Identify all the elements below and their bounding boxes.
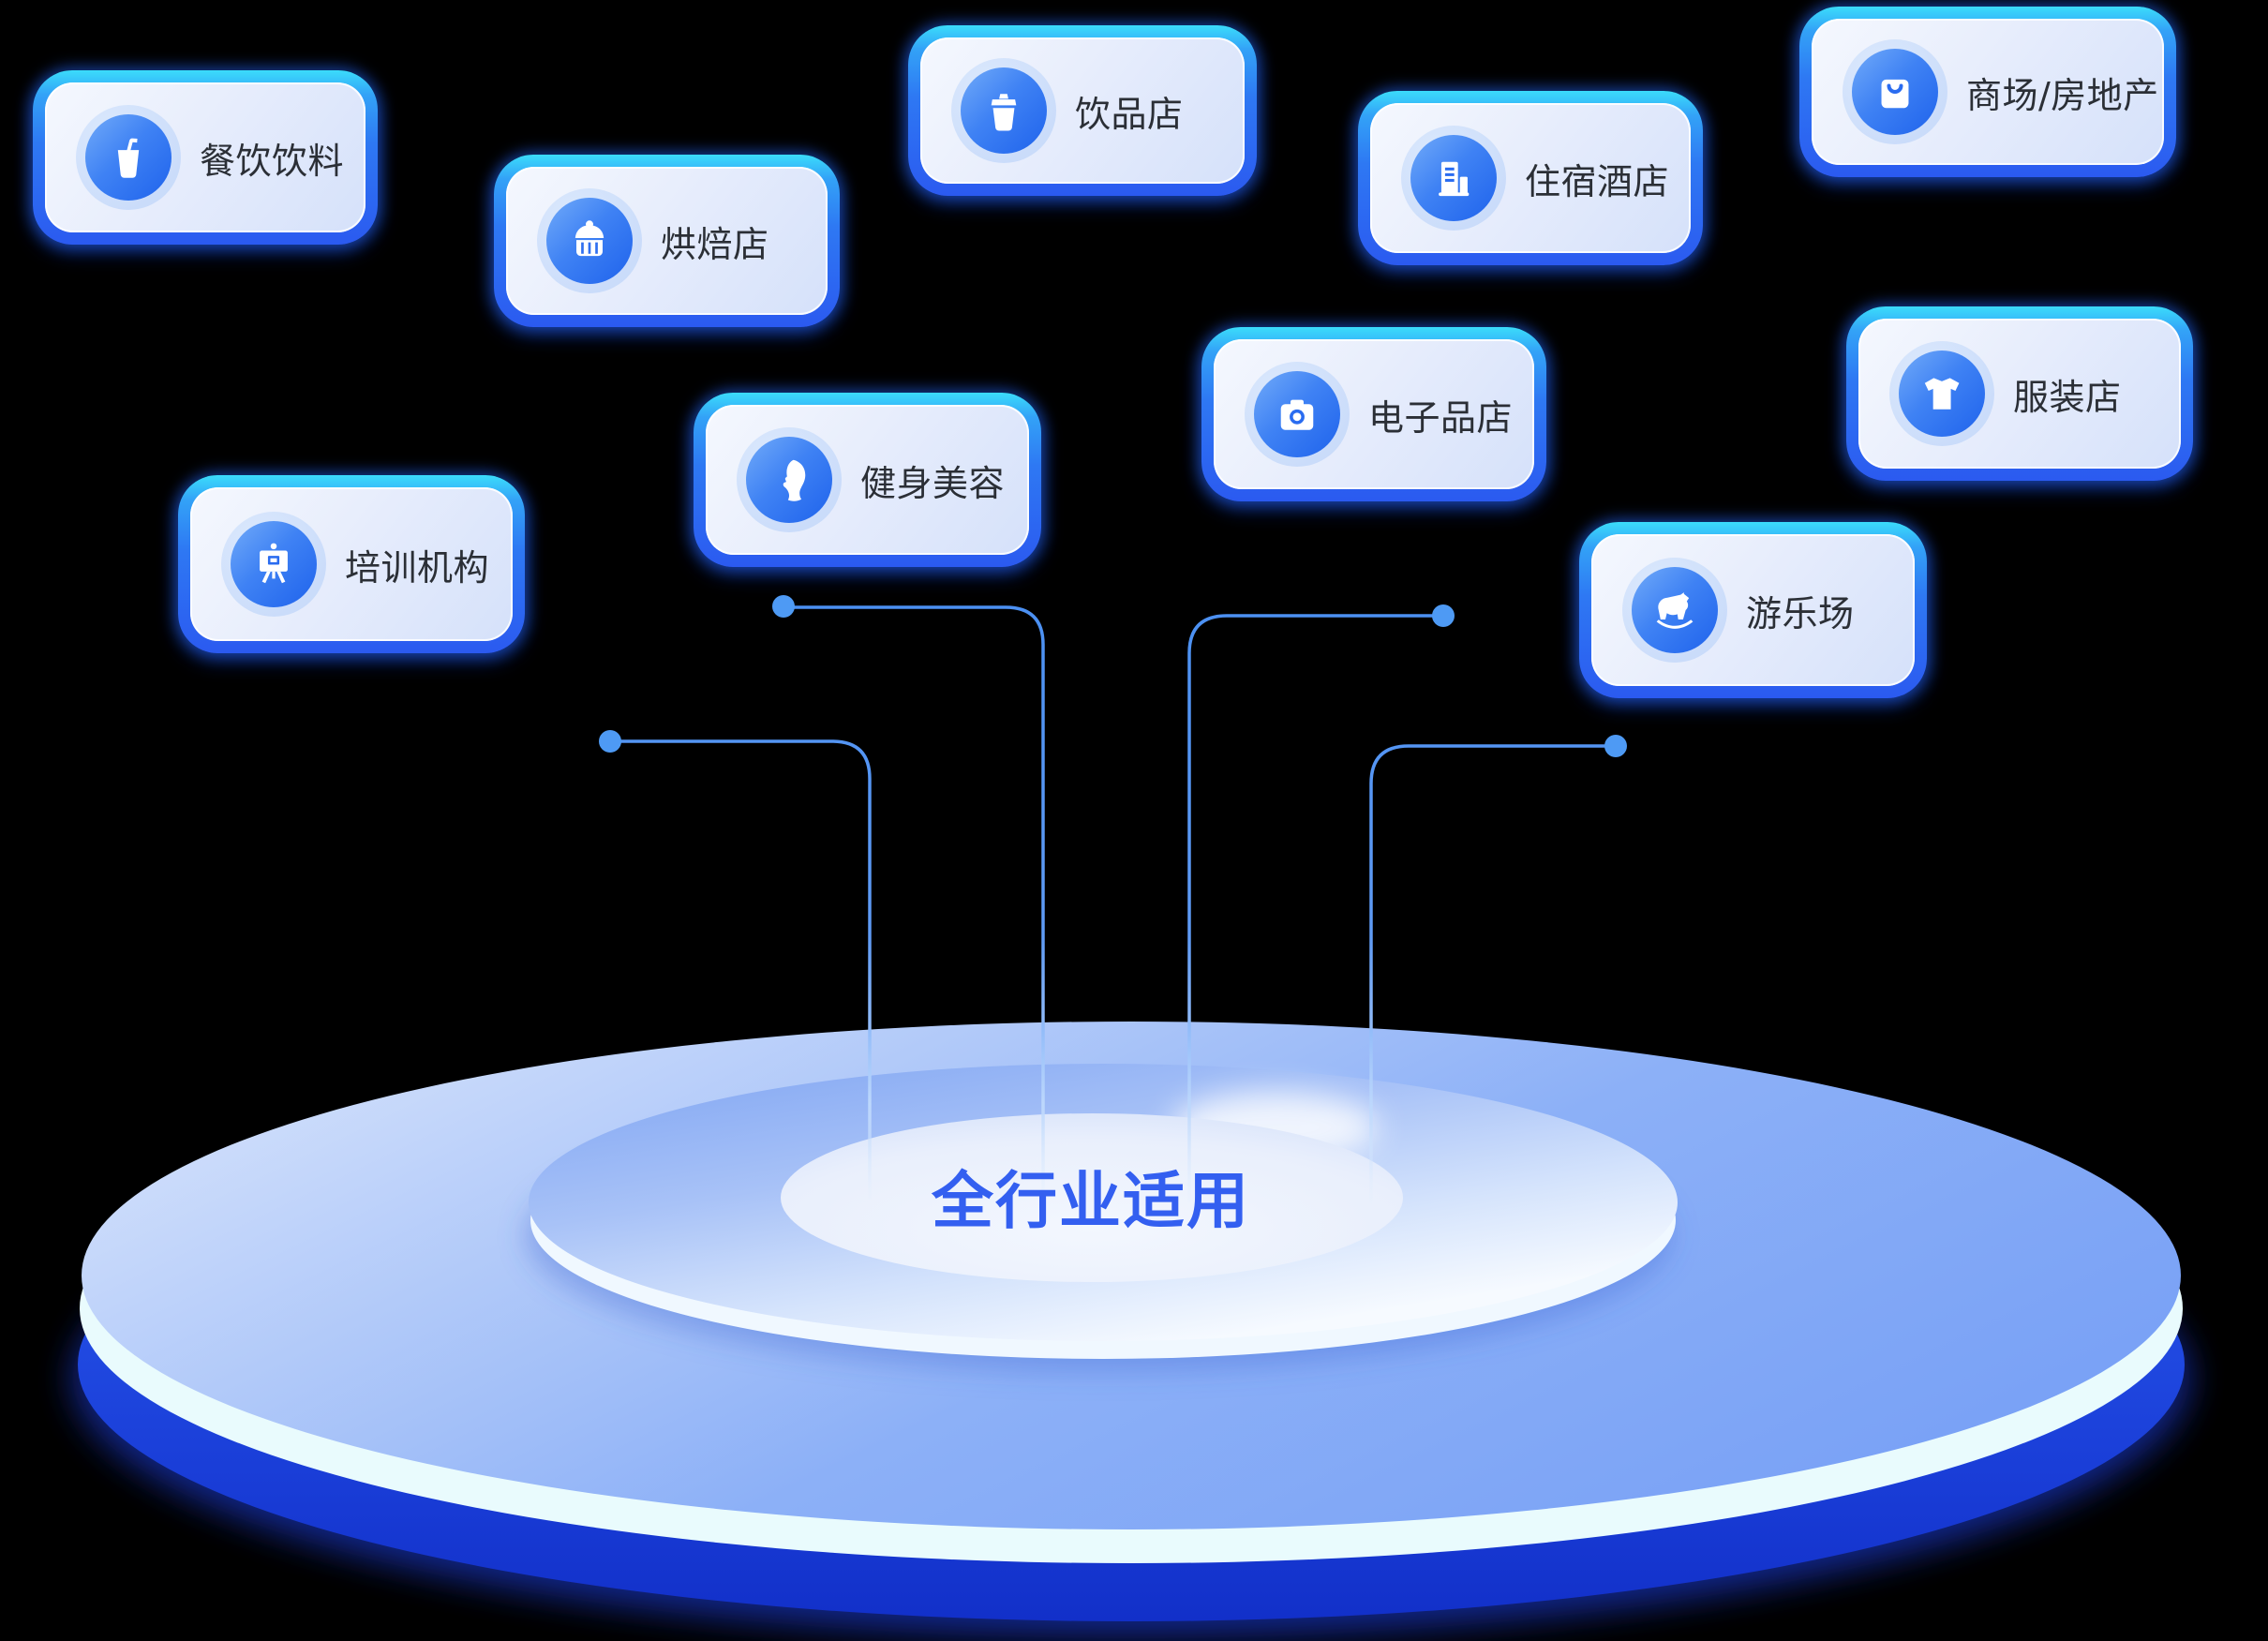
badge-label: 服装店	[2013, 376, 2122, 418]
rocking-horse-icon	[1632, 567, 1718, 653]
badge-label: 餐饮饮料	[200, 140, 345, 182]
badge-label: 商场/房地产	[1966, 74, 2159, 116]
badge-label: 游乐场	[1746, 592, 1855, 634]
badge-card: 餐饮饮料	[45, 82, 366, 232]
badge-training: 培训机构	[178, 475, 525, 653]
icon-halo	[737, 427, 842, 532]
badge-drink-shop: 饮品店	[908, 25, 1257, 196]
badge-card: 健身美容	[706, 405, 1029, 555]
connector-dot	[599, 730, 621, 753]
badge-card: 商场/房地产	[1812, 19, 2164, 165]
connector-amusement	[1369, 744, 1618, 1209]
connector-training	[608, 739, 872, 1200]
badge-label: 培训机构	[345, 546, 490, 589]
icon-halo	[1843, 39, 1947, 144]
badge-food-beverage: 餐饮饮料	[33, 70, 378, 245]
badge-label: 住宿酒店	[1525, 160, 1670, 202]
icon-halo	[76, 105, 181, 210]
badge-label: 烘焙店	[661, 223, 769, 265]
connector-fitness	[782, 605, 1045, 1201]
drink-cup-icon	[85, 114, 172, 201]
badge-bakery: 烘焙店	[494, 155, 840, 327]
connector-dots	[599, 595, 1627, 757]
easel-icon	[231, 521, 317, 607]
badge-card: 游乐场	[1591, 534, 1915, 686]
badge-clothing: 服装店	[1846, 306, 2193, 481]
cupcake-icon	[546, 198, 633, 284]
badge-fitness-beauty: 健身美容	[694, 393, 1041, 567]
beauty-face-icon	[746, 437, 832, 523]
tshirt-icon	[1899, 351, 1985, 437]
badge-card: 电子品店	[1214, 339, 1534, 489]
badge-electronics: 电子品店	[1201, 327, 1546, 501]
icon-halo	[221, 512, 326, 617]
connector-electronics	[1187, 614, 1445, 1203]
platform-center-label: 全行业适用	[932, 1165, 1250, 1237]
platform-hole	[781, 1113, 1403, 1282]
connector-lines	[608, 605, 1618, 1209]
icon-halo	[1622, 558, 1727, 663]
icon-halo	[1889, 341, 1994, 446]
connector-dot	[772, 595, 795, 618]
badge-card: 服装店	[1858, 319, 2181, 469]
badge-card: 烘焙店	[506, 167, 828, 315]
icon-halo	[1245, 362, 1350, 467]
icon-halo	[1401, 126, 1506, 231]
badge-label: 饮品店	[1075, 93, 1184, 135]
badge-label: 健身美容	[860, 462, 1006, 504]
badge-mall-realestate: 商场/房地产	[1799, 7, 2176, 177]
camera-icon	[1254, 371, 1340, 457]
badge-card: 饮品店	[920, 37, 1245, 184]
connector-dot	[1604, 735, 1627, 757]
shopping-bag-icon	[1852, 49, 1938, 135]
building-icon	[1410, 135, 1497, 221]
badge-amusement: 游乐场	[1579, 522, 1927, 698]
badge-hotel: 住宿酒店	[1358, 91, 1703, 265]
badge-label: 电子品店	[1368, 396, 1514, 439]
icon-halo	[951, 58, 1056, 163]
icon-halo	[537, 188, 642, 293]
badge-card: 培训机构	[190, 487, 513, 641]
takeaway-cup-icon	[961, 67, 1047, 154]
connector-dot	[1432, 604, 1455, 627]
badge-card: 住宿酒店	[1370, 103, 1691, 253]
